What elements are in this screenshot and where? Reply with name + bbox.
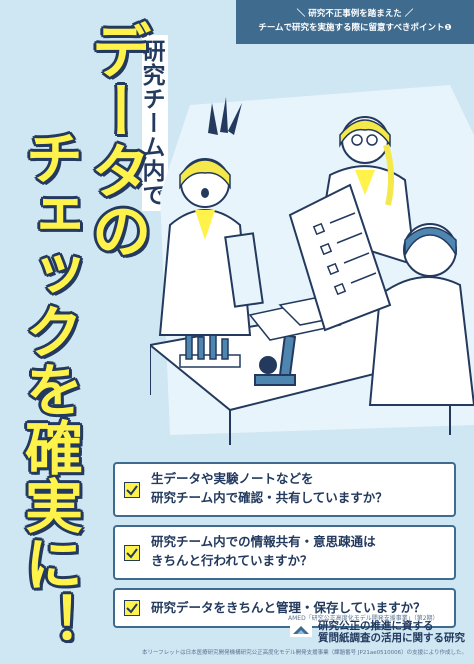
research-title: 研究公正の推進に資する 質問紙調査の活用に関する研究 — [318, 620, 465, 644]
question-item: 生データや実験ノートなどを 研究チーム内で確認・共有していますか？ — [113, 462, 456, 517]
funding-note: 本リーフレットは日本医療研究開発機構研究公正高度化モデル開発支援事業（課題番号 … — [142, 650, 467, 656]
question-line2: 研究チーム内で確認・共有していますか？ — [151, 490, 388, 505]
question-line1: 研究データをきちんと管理・保存していますか？ — [151, 600, 426, 615]
surprise-marks-icon — [208, 97, 242, 135]
program-note: AMED「研究公正高度化モデル開発支援事業」（第2期） — [288, 615, 439, 622]
researcher-man — [368, 223, 474, 406]
test-tube-rack — [179, 332, 241, 368]
checkbox-check-icon — [124, 600, 140, 616]
banner-line1: ＼ 研究不正事例を踏まえた ／ — [296, 9, 414, 19]
microscope-icon — [254, 333, 297, 386]
title-column-1: データの — [81, 20, 151, 260]
checkbox-check-icon — [124, 481, 140, 498]
subtitle: 研究チーム内で — [138, 35, 168, 211]
question-line2: きちんと行われていますか？ — [151, 553, 313, 568]
researcher-woman-left — [158, 158, 264, 336]
question-item: 研究チーム内での情報共有・意思疎通は きちんと行われていますか？ — [113, 525, 456, 580]
question-list: 生データや実験ノートなどを 研究チーム内で確認・共有していますか？ 研究チーム内… — [113, 462, 456, 636]
checkbox-check-icon — [124, 544, 140, 561]
banner-line2: チームで研究を実施する際に留意すべきポイント❶ — [258, 23, 452, 33]
research-title-line1: 研究公正の推進に資する — [318, 620, 434, 632]
top-banner: ＼ 研究不正事例を踏まえた ／ チームで研究を実施する際に留意すべきポイント❶ — [236, 0, 474, 44]
amed-logo-icon — [290, 623, 312, 637]
title-column-2: チェックを確実に！ — [15, 128, 83, 650]
checklist-board — [288, 183, 392, 332]
question-item: 研究データをきちんと管理・保存していますか？ — [113, 588, 456, 628]
question-line1: 生データや実験ノートなどを — [151, 471, 314, 486]
research-title-line2: 質問紙調査の活用に関する研究 — [318, 632, 465, 644]
question-line1: 研究チーム内での情報共有・意思疎通は — [151, 534, 376, 549]
lab-illustration — [150, 85, 474, 445]
